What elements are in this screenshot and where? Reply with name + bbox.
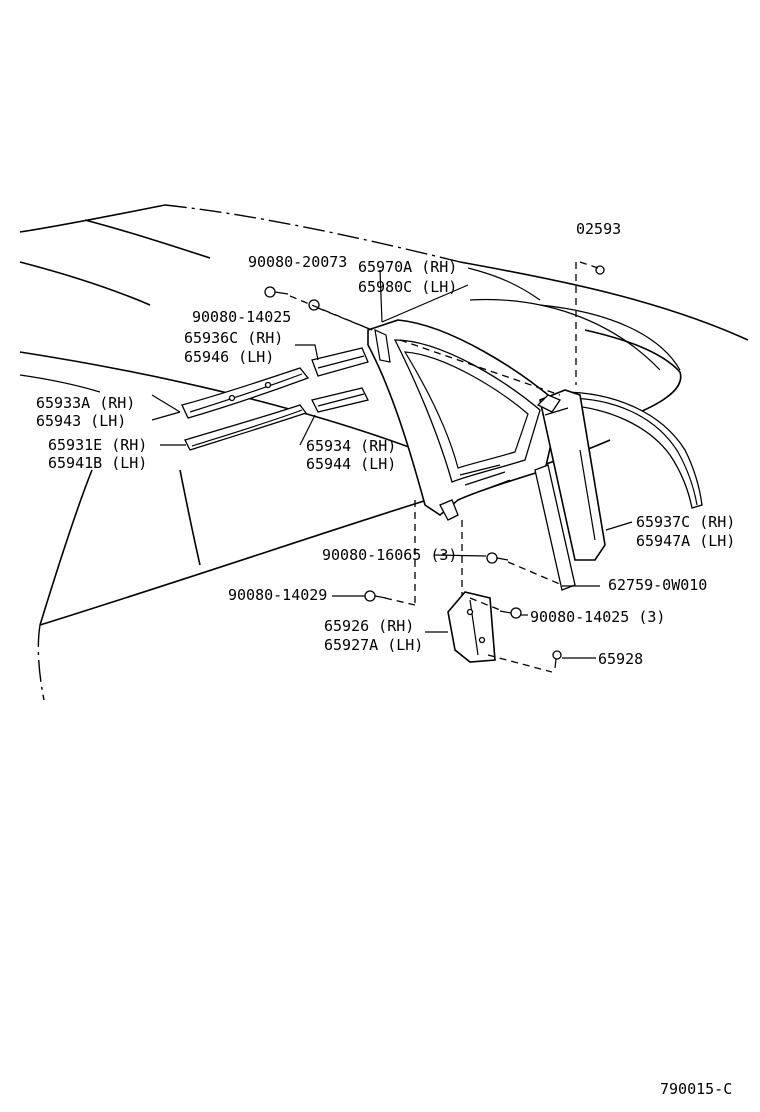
label-90080-14025: 90080-14025 bbox=[192, 308, 291, 326]
assembly-dashed-lines bbox=[289, 261, 599, 673]
label-65946: 65946 (LH) bbox=[184, 348, 274, 366]
label-65936c: 65936C (RH) bbox=[184, 329, 283, 347]
label-65980c: 65980C (LH) bbox=[358, 278, 457, 296]
label-65927a: 65927A (LH) bbox=[324, 636, 423, 654]
label-02593: 02593 bbox=[576, 220, 621, 238]
label-65970a: 65970A (RH) bbox=[358, 258, 457, 276]
vehicle-body-outline bbox=[19, 204, 749, 701]
part-labels: 02593 90080-20073 65970A (RH) 65980C (LH… bbox=[36, 220, 735, 1098]
label-65941b: 65941B (LH) bbox=[48, 454, 147, 472]
label-65944: 65944 (LH) bbox=[306, 455, 396, 473]
label-65934: 65934 (RH) bbox=[306, 437, 396, 455]
quarter-window-frame bbox=[367, 319, 561, 521]
leader-lines bbox=[151, 267, 633, 659]
label-90080-14029: 90080-14029 bbox=[228, 586, 327, 604]
belt-moulding-lower bbox=[184, 404, 308, 451]
trim-strip-62759 bbox=[534, 464, 576, 591]
label-65926: 65926 (RH) bbox=[324, 617, 414, 635]
label-65937c: 65937C (RH) bbox=[636, 513, 735, 531]
label-90080-20073: 90080-20073 bbox=[248, 253, 347, 271]
label-90080-16065: 90080-16065 (3) bbox=[322, 546, 457, 564]
label-65943: 65943 (LH) bbox=[36, 412, 126, 430]
clip-65936 bbox=[311, 347, 369, 377]
label-90080-14025-3: 90080-14025 (3) bbox=[530, 608, 665, 626]
clip-65934 bbox=[311, 387, 369, 413]
label-65931e: 65931E (RH) bbox=[48, 436, 147, 454]
belt-moulding-upper bbox=[181, 367, 310, 419]
bracket-65926 bbox=[447, 591, 496, 663]
label-62759-0w010: 62759-0W010 bbox=[608, 576, 707, 594]
label-65933a: 65933A (RH) bbox=[36, 394, 135, 412]
pillar-garnish bbox=[536, 389, 606, 561]
label-65947a: 65947A (LH) bbox=[636, 532, 735, 550]
diagram-code: 790015-C bbox=[660, 1080, 732, 1098]
label-65928: 65928 bbox=[598, 650, 643, 668]
